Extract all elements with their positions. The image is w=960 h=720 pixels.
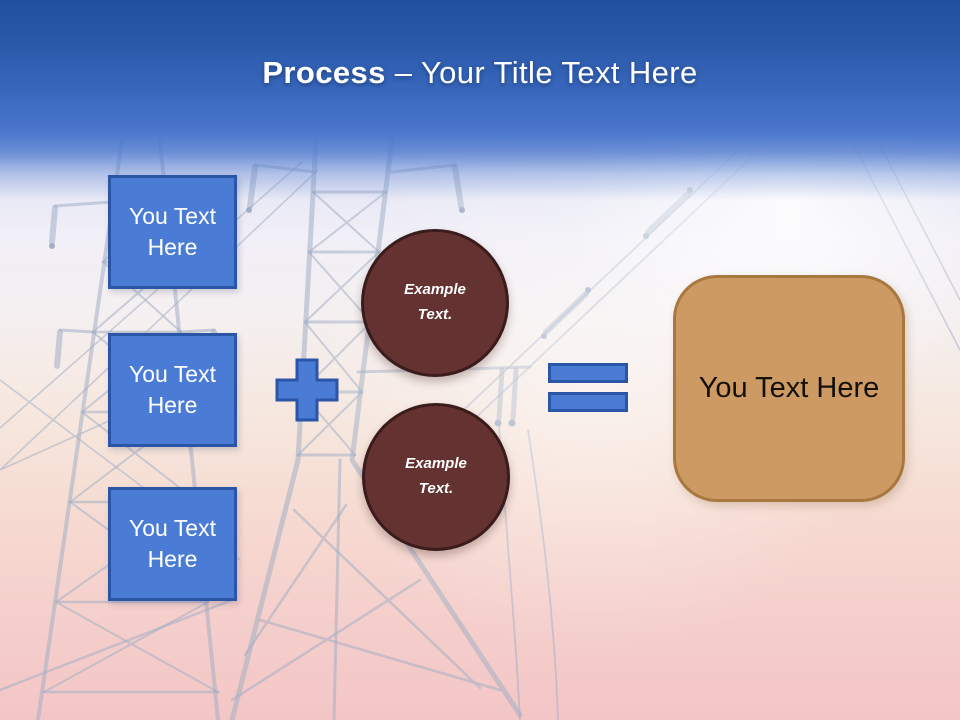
title-keyword: Process [262, 55, 386, 90]
example-circle-2-text: Example Text. [405, 455, 467, 497]
plus-icon [274, 357, 340, 423]
result-box: You Text Here [673, 275, 905, 502]
example-circle-1-text: Example Text. [404, 281, 466, 323]
input-box-1-label: You Text Here [129, 202, 216, 260]
title-subtitle: – Your Title Text Here [394, 55, 698, 90]
input-box-3: You Text Here [108, 487, 237, 601]
equals-icon [548, 363, 628, 383]
input-box-2-label: You Text Here [129, 360, 216, 418]
input-box-1: You Text Here [108, 175, 237, 289]
equals-icon [548, 392, 628, 412]
example-circle-1: Example Text. [361, 229, 509, 377]
example-circle-2: Example Text. [362, 403, 510, 551]
result-box-label: You Text Here [698, 372, 880, 404]
title-band [0, 0, 960, 200]
input-box-3-label: You Text Here [129, 514, 216, 572]
input-box-2: You Text Here [108, 333, 237, 447]
page-title: Process– Your Title Text Here [0, 55, 960, 91]
